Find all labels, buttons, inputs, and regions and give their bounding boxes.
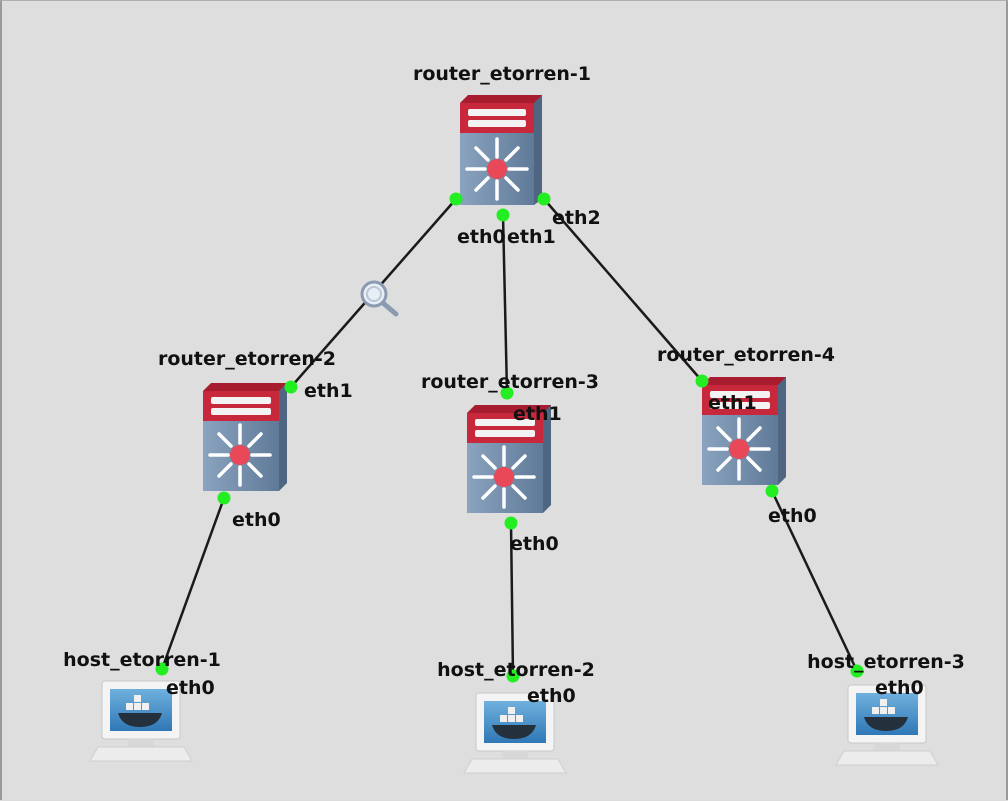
port-label: eth1	[513, 403, 562, 425]
port-dot[interactable]	[449, 192, 463, 206]
magnifier-capture-icon[interactable]	[360, 280, 399, 317]
port-dot[interactable]	[155, 662, 169, 676]
docker-host-computer-icon[interactable]	[89, 680, 193, 762]
port-label: eth0	[457, 226, 506, 248]
router-label: router_etorren-2	[157, 348, 337, 370]
docker-host-computer-icon[interactable]	[835, 684, 939, 766]
port-dot[interactable]	[850, 664, 864, 678]
router-switch-icon[interactable]	[467, 405, 551, 513]
link-r2-eth0-h1-eth0[interactable]	[160, 497, 226, 670]
port-label: eth1	[708, 392, 757, 414]
router-label: router_etorren-4	[656, 344, 836, 366]
port-dot[interactable]	[496, 208, 510, 222]
router-switch-icon[interactable]	[460, 95, 542, 205]
link-r1-eth1-r3-eth1[interactable]	[501, 214, 509, 394]
port-dot[interactable]	[537, 192, 551, 206]
link-r4-eth0-h3-eth0[interactable]	[770, 490, 859, 672]
port-dot[interactable]	[284, 380, 298, 394]
port-label: eth0	[875, 677, 924, 699]
port-dot[interactable]	[217, 491, 231, 505]
port-label: eth2	[552, 207, 601, 229]
port-label: eth1	[304, 380, 353, 402]
port-label: eth0	[166, 677, 215, 699]
router-label: router_etorren-3	[420, 371, 600, 393]
port-label: eth0	[768, 505, 817, 527]
port-dot[interactable]	[504, 516, 518, 530]
port-dot[interactable]	[506, 669, 520, 683]
port-dot[interactable]	[500, 386, 514, 400]
port-label: eth1	[507, 226, 556, 248]
router-switch-icon[interactable]	[702, 377, 786, 485]
host-label: host_etorren-1	[63, 649, 221, 671]
port-dot[interactable]	[695, 374, 709, 388]
port-label: eth0	[232, 509, 281, 531]
host-label: host_etorren-2	[437, 659, 595, 681]
port-label: eth0	[527, 685, 576, 707]
port-label: eth0	[510, 533, 559, 555]
router-switch-icon[interactable]	[203, 383, 287, 491]
port-dots	[155, 192, 864, 683]
link-r1-eth2-r4-eth1[interactable]	[543, 198, 703, 382]
host-label: host_etorren-3	[807, 651, 965, 673]
docker-host-computer-icon[interactable]	[463, 692, 567, 774]
router-label: router_etorren-1	[412, 63, 592, 85]
port-dot[interactable]	[765, 484, 779, 498]
link-r3-eth0-h2-eth0[interactable]	[509, 522, 515, 677]
